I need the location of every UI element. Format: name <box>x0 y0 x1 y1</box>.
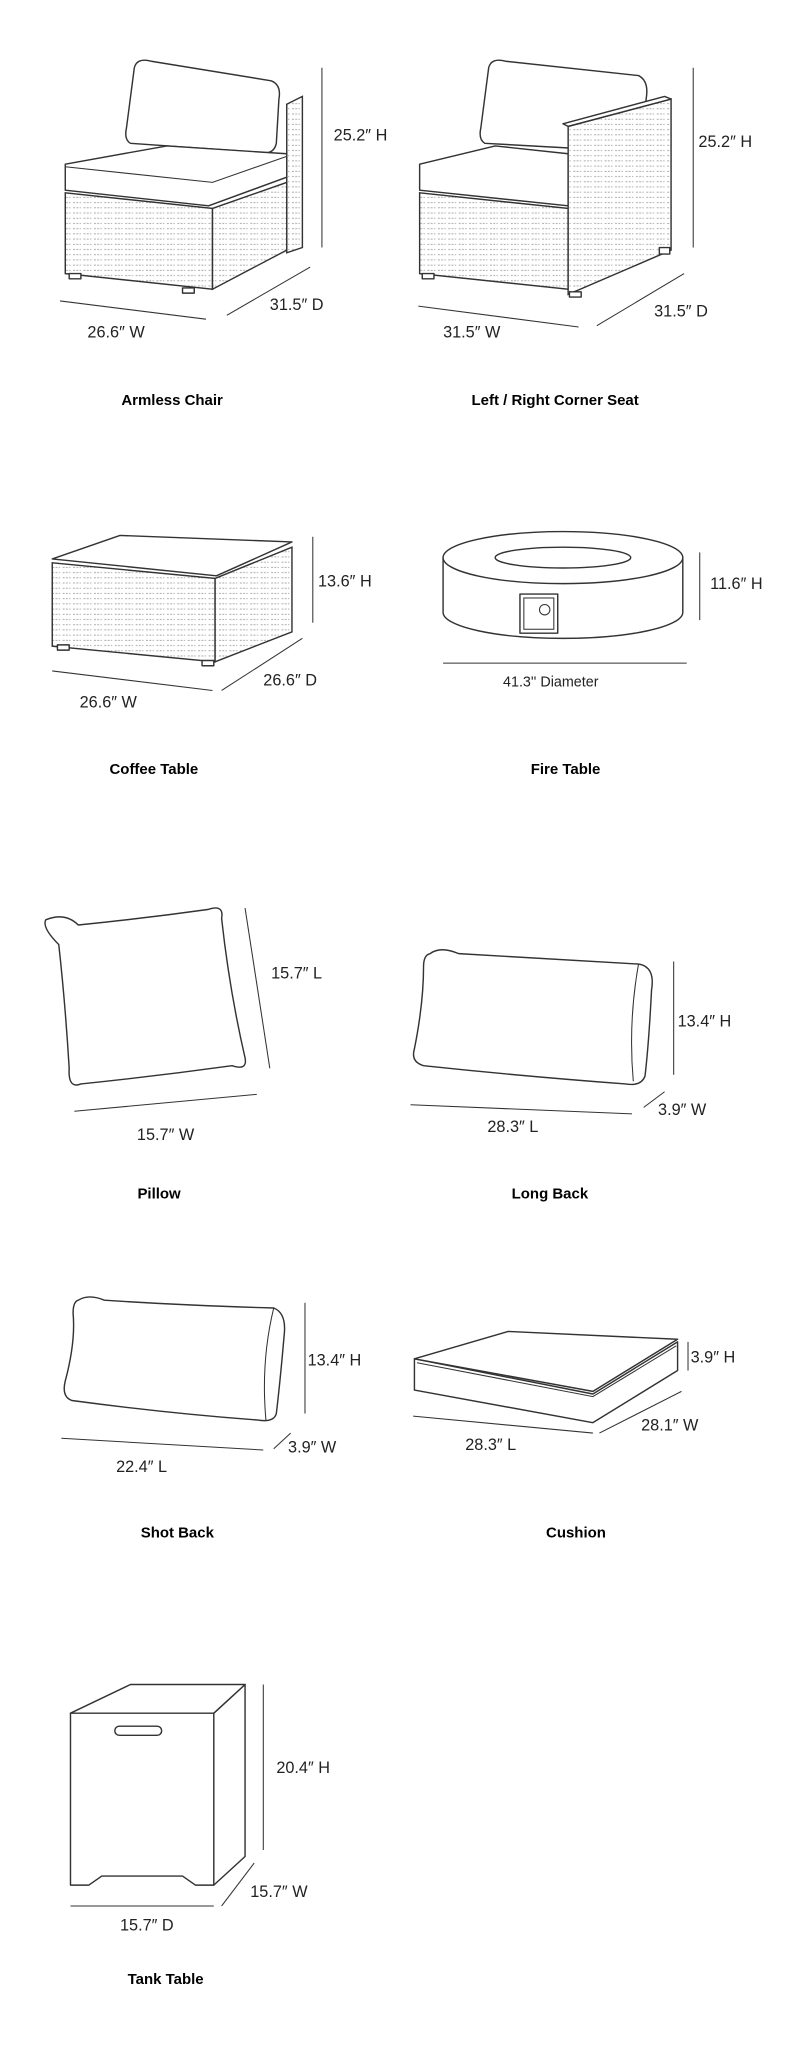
long-back-title: Long Back <box>512 1186 589 1203</box>
long-back-length: 28.3″ L <box>487 1118 538 1136</box>
pillow-title: Pillow <box>137 1186 181 1203</box>
armless-chair-width: 26.6″ W <box>87 323 145 341</box>
shot-back-drawing: 13.4″ H 3.9″ W 22.4″ L Shot Back <box>61 1296 362 1541</box>
long-back-height: 13.4″ H <box>678 1013 732 1031</box>
armless-chair-depth: 31.5″ D <box>270 296 324 314</box>
coffee-table-title: Coffee Table <box>110 761 199 778</box>
armless-chair-drawing: 25.2″ H 31.5″ D 26.6″ W Armless Chair <box>59 59 388 409</box>
cushion-title: Cushion <box>546 1524 606 1541</box>
cushion-width: 28.1″ W <box>641 1416 699 1434</box>
corner-seat-title: Left / Right Corner Seat <box>472 392 639 409</box>
shot-back-height: 13.4″ H <box>308 1351 362 1369</box>
tank-table-width: 15.7″ W <box>250 1883 308 1901</box>
fire-table-height: 11.6″ H <box>710 575 762 593</box>
tank-table-height: 20.4″ H <box>276 1759 330 1777</box>
tank-table-drawing: 20.4″ H 15.7″ W 15.7″ D Tank Table <box>69 1683 330 1988</box>
shot-back-length: 22.4″ L <box>116 1458 167 1476</box>
pillow-length: 15.7″ L <box>271 964 322 982</box>
cushion-height: 3.9″ H <box>691 1349 736 1367</box>
tank-table-depth: 15.7″ D <box>120 1917 174 1935</box>
long-back-drawing: 13.4″ H 3.9″ W 28.3″ L Long Back <box>410 949 732 1203</box>
fire-table-diameter: 41.3'' Diameter <box>503 675 599 691</box>
corner-seat-drawing: 25.2″ H 31.5″ D 31.5″ W Left / Right Cor… <box>418 59 752 409</box>
corner-seat-width: 31.5″ W <box>443 323 501 341</box>
cushion-length: 28.3″ L <box>465 1436 516 1454</box>
fire-table-drawing: 11.6″ H 41.3'' Diameter Fire Table <box>442 530 763 778</box>
corner-seat-depth: 31.5″ D <box>654 303 708 321</box>
tank-table-title: Tank Table <box>128 1971 204 1988</box>
long-back-width: 3.9″ W <box>658 1101 707 1119</box>
coffee-table-depth: 26.6″ D <box>263 671 317 689</box>
coffee-table-drawing: 13.6″ H 26.6″ D 26.6″ W Coffee Table <box>51 534 372 778</box>
shot-back-width: 3.9″ W <box>288 1439 337 1457</box>
coffee-table-width: 26.6″ W <box>80 693 138 711</box>
shot-back-title: Shot Back <box>141 1524 215 1541</box>
pillow-drawing: 15.7″ L 15.7″ W Pillow <box>44 907 322 1203</box>
cushion-drawing: 3.9″ H 28.1″ W 28.3″ L Cushion <box>413 1330 736 1541</box>
fire-table-title: Fire Table <box>531 761 601 778</box>
armless-chair-title: Armless Chair <box>121 392 223 409</box>
coffee-table-height: 13.6″ H <box>318 572 372 590</box>
armless-chair-height: 25.2″ H <box>334 127 388 145</box>
pillow-width: 15.7″ W <box>137 1126 195 1144</box>
corner-seat-height: 25.2″ H <box>698 133 752 151</box>
